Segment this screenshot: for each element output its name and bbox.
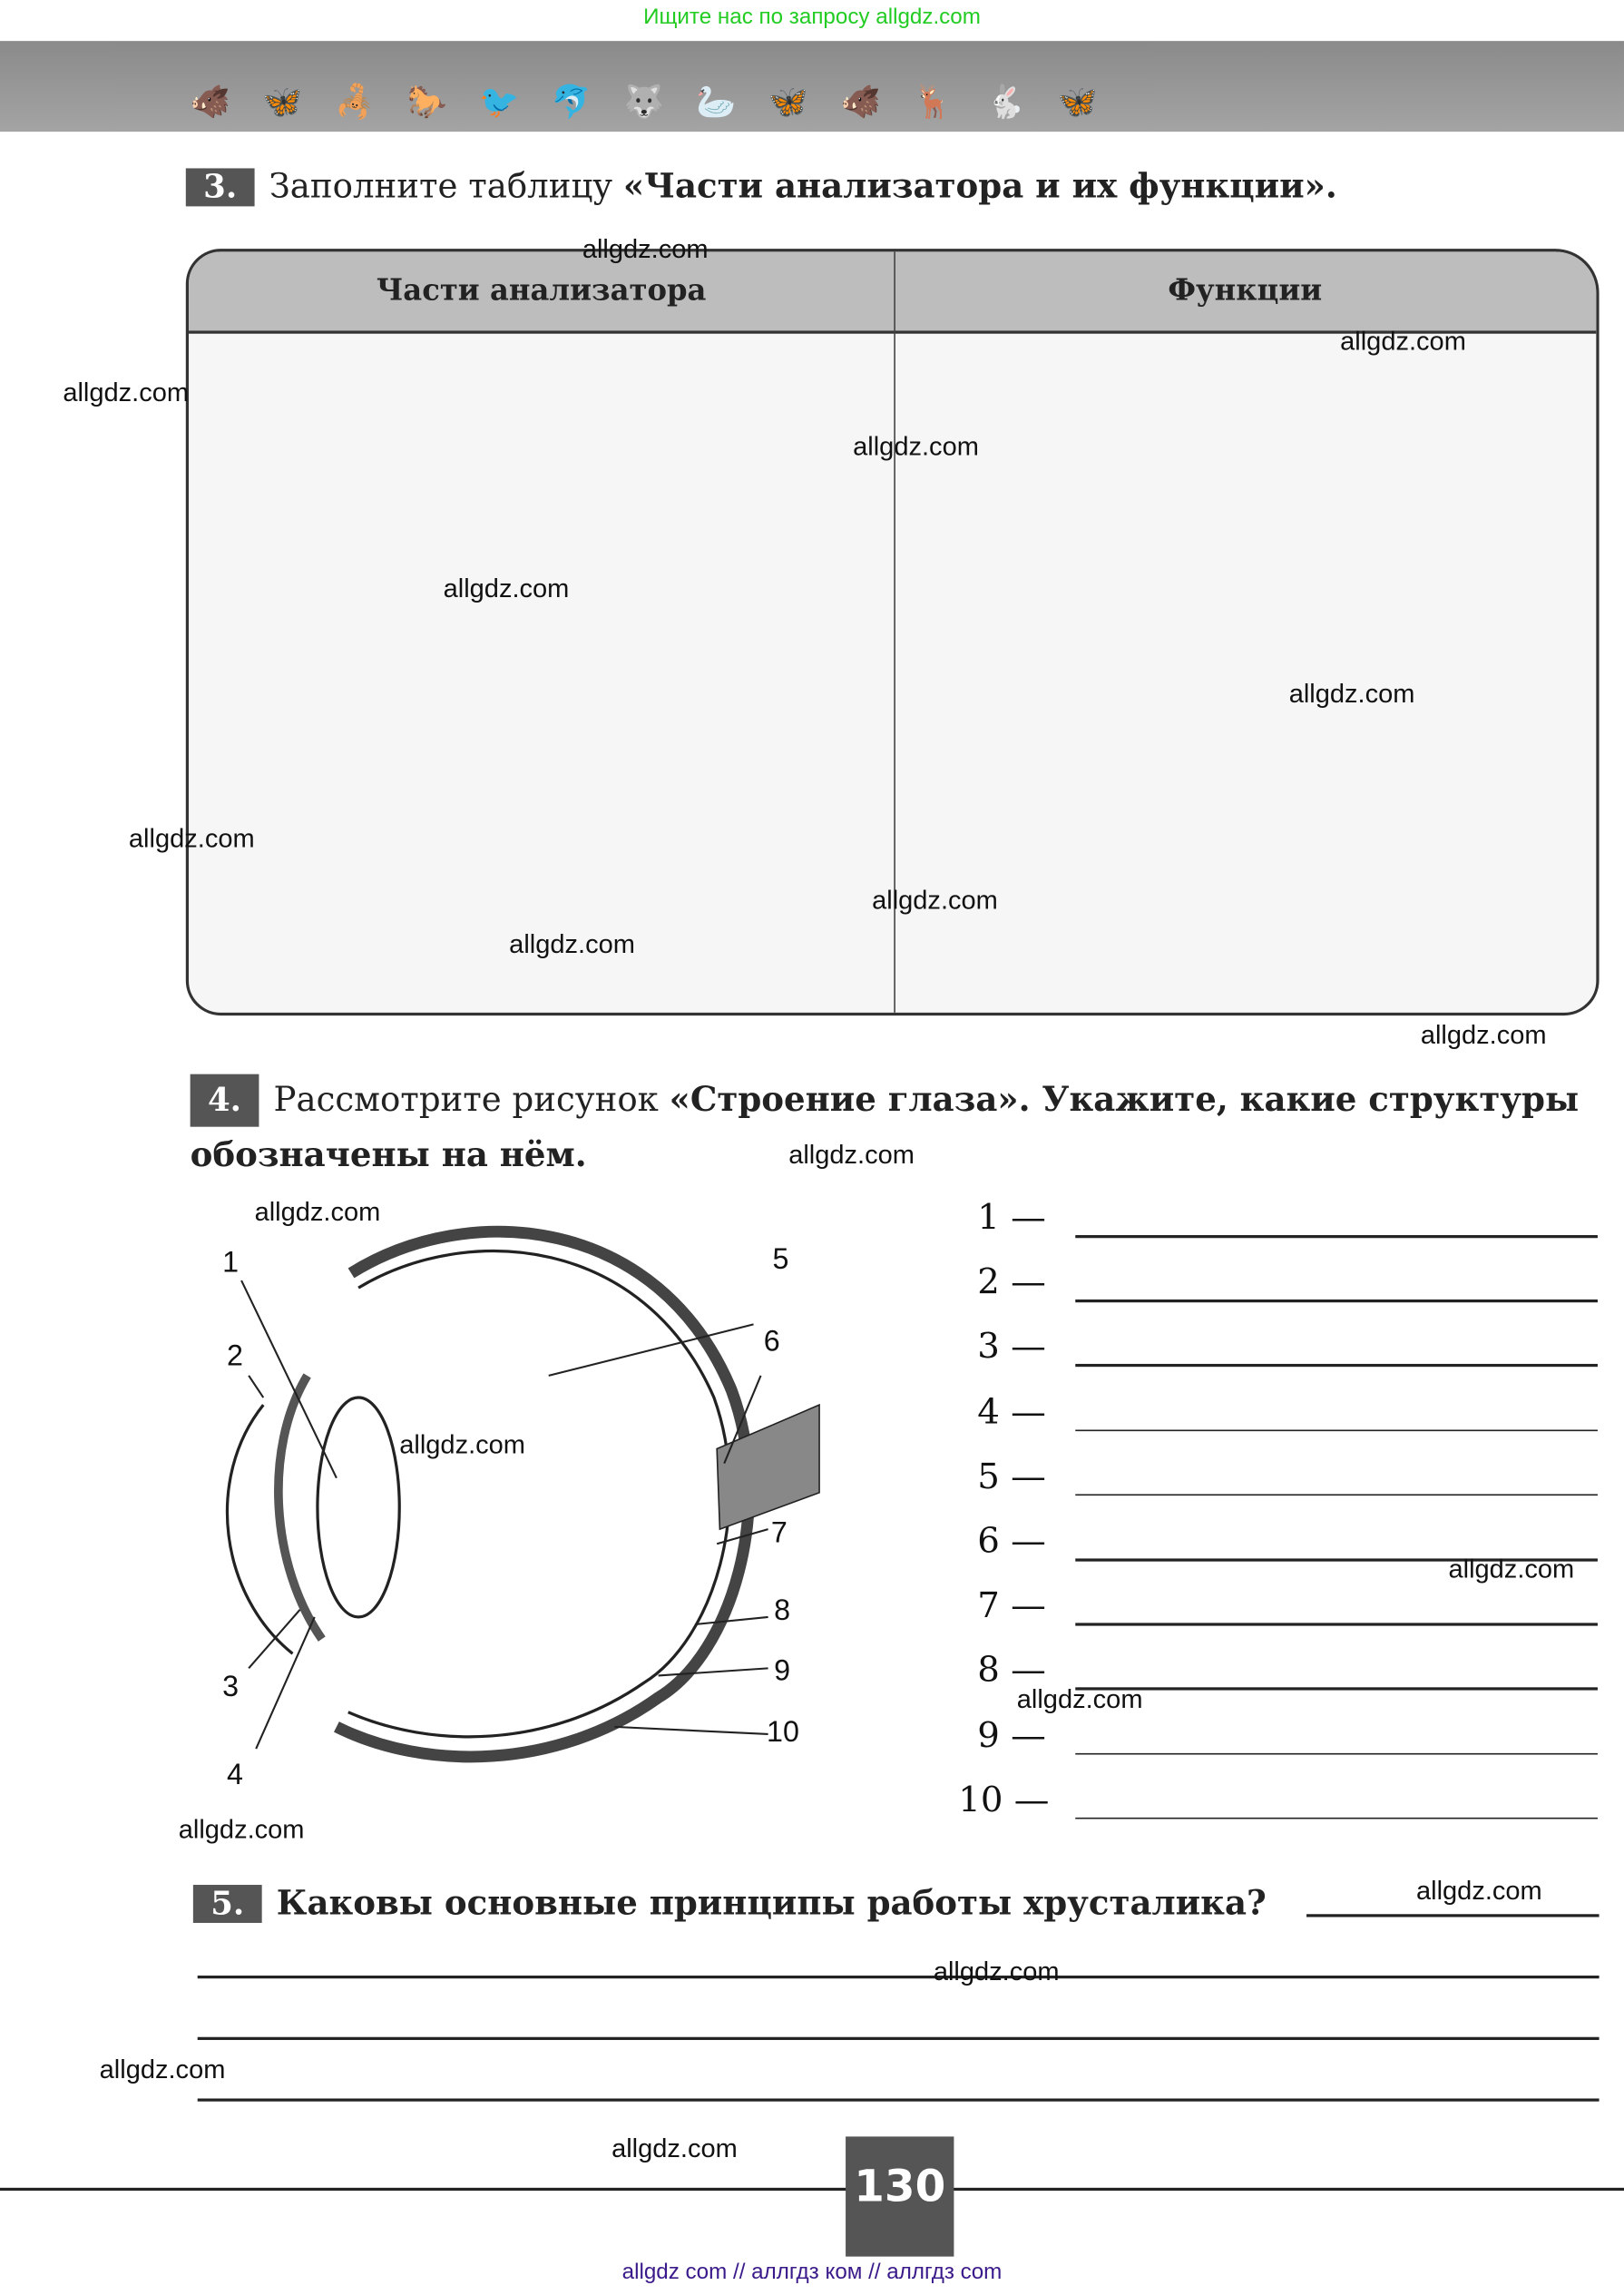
footer-rule: [0, 2187, 1624, 2191]
answer-number: 5 —: [977, 1456, 1046, 1497]
task-text: Рассмотрите рисунок: [273, 1081, 670, 1120]
task-text-bold: «Строение глаза»: [669, 1080, 1019, 1120]
diagram-label: 3: [222, 1671, 240, 1704]
animal-banner: [0, 41, 1624, 132]
answer-number: 10 —: [958, 1779, 1050, 1820]
watermark: allgdz.com: [611, 2133, 738, 2163]
task-number: 5.: [192, 1885, 262, 1923]
table-cell-parts[interactable]: [189, 334, 894, 1013]
watermark: allgdz.com: [443, 574, 570, 603]
answer-line[interactable]: [197, 1976, 1600, 1978]
task4-heading: 4. Рассмотрите рисунок «Строение глаза». …: [190, 1074, 1609, 1186]
answer-number: 7 —: [977, 1584, 1046, 1626]
answer-line[interactable]: [197, 2098, 1600, 2101]
watermark: allgdz.com: [399, 1429, 525, 1459]
diagram-label: 5: [772, 1243, 789, 1277]
column-divider: [894, 251, 895, 1013]
answer-number: 4 —: [977, 1390, 1046, 1433]
table-header: [189, 251, 1597, 334]
answer-number: 6 —: [977, 1520, 1046, 1562]
task-text: Заполните таблицу: [269, 168, 623, 207]
header-note[interactable]: Ищите нас по запросу allgdz.com: [643, 4, 981, 30]
task-text-bold: «Части анализатора и их функции».: [622, 166, 1337, 207]
column-header: Части анализатора: [376, 271, 707, 308]
eye-structure-diagram: [225, 1225, 820, 1763]
answer-line[interactable]: [1075, 1623, 1598, 1626]
answer-number: 1 —: [977, 1197, 1046, 1239]
column-header: Функции: [1168, 271, 1323, 308]
watermark: allgdz.com: [509, 929, 635, 959]
task-text: Каковы основные принципы работы хрустали…: [276, 1883, 1267, 1923]
watermark: allgdz.com: [1420, 1019, 1547, 1050]
page-number: 130: [846, 2136, 954, 2257]
animal-silhouettes-icon: 🐗🦋🦂🐎🐦🐬🐺🦢🦋🐗🦌🐇🦋: [190, 84, 1130, 122]
diagram-label: 4: [226, 1759, 243, 1791]
watermark: allgdz.com: [99, 2055, 226, 2084]
answer-line[interactable]: [1075, 1494, 1598, 1496]
watermark: allgdz.com: [872, 885, 998, 915]
answer-number: 3 —: [977, 1326, 1046, 1368]
task5-heading: 5. Каковы основные принципы работы хруста…: [192, 1883, 1267, 1923]
watermark: allgdz.com: [853, 431, 979, 461]
watermark: allgdz.com: [178, 1814, 305, 1844]
watermark: allgdz.com: [933, 1957, 1060, 1986]
task-number: 3.: [185, 168, 255, 207]
watermark: allgdz.com: [254, 1197, 381, 1227]
answer-number: 8 —: [977, 1650, 1046, 1692]
answer-number: 9 —: [977, 1714, 1046, 1756]
watermark: allgdz.com: [582, 234, 709, 264]
answer-line[interactable]: [1075, 1428, 1598, 1432]
answer-line[interactable]: [1075, 1752, 1598, 1755]
table-cell-functions[interactable]: [897, 334, 1597, 1013]
diagram-label: 1: [222, 1246, 240, 1280]
diagram-label: 9: [774, 1654, 791, 1688]
watermark: allgdz.com: [788, 1140, 915, 1170]
watermark: allgdz.com: [1288, 679, 1415, 709]
answer-line[interactable]: [1075, 1817, 1598, 1819]
diagram-label: 7: [770, 1517, 788, 1550]
footer-note[interactable]: allgdz com // аллгдз ком // аллгдз com: [621, 2259, 1003, 2285]
watermark: allgdz.com: [1415, 1876, 1542, 1906]
diagram-label: 2: [226, 1340, 243, 1373]
answer-line[interactable]: [1075, 1235, 1598, 1238]
diagram-label: 6: [763, 1326, 780, 1358]
watermark: allgdz.com: [1448, 1554, 1575, 1584]
watermark: allgdz.com: [128, 823, 255, 854]
answer-number: 2 —: [977, 1261, 1046, 1303]
diagram-label: 10: [767, 1716, 799, 1750]
analyzer-table: Части анализатора Функции: [185, 249, 1600, 1016]
watermark: allgdz.com: [1016, 1684, 1143, 1714]
watermark: allgdz.com: [1340, 326, 1466, 356]
diagram-label: 8: [774, 1594, 791, 1628]
answer-line[interactable]: [1075, 1364, 1598, 1367]
answer-line[interactable]: [1075, 1558, 1598, 1561]
answer-line[interactable]: [197, 2036, 1600, 2040]
task-text: . Укажите, какие структуры обозначены на…: [190, 1080, 1580, 1175]
answer-line[interactable]: [1306, 1914, 1600, 1917]
answer-line[interactable]: [1075, 1687, 1598, 1691]
task3-heading: 3. Заполните таблицу «Части анализатора и…: [185, 166, 1337, 207]
task-number: 4.: [190, 1074, 259, 1127]
watermark: allgdz.com: [63, 378, 190, 407]
answer-line[interactable]: [1075, 1300, 1598, 1302]
